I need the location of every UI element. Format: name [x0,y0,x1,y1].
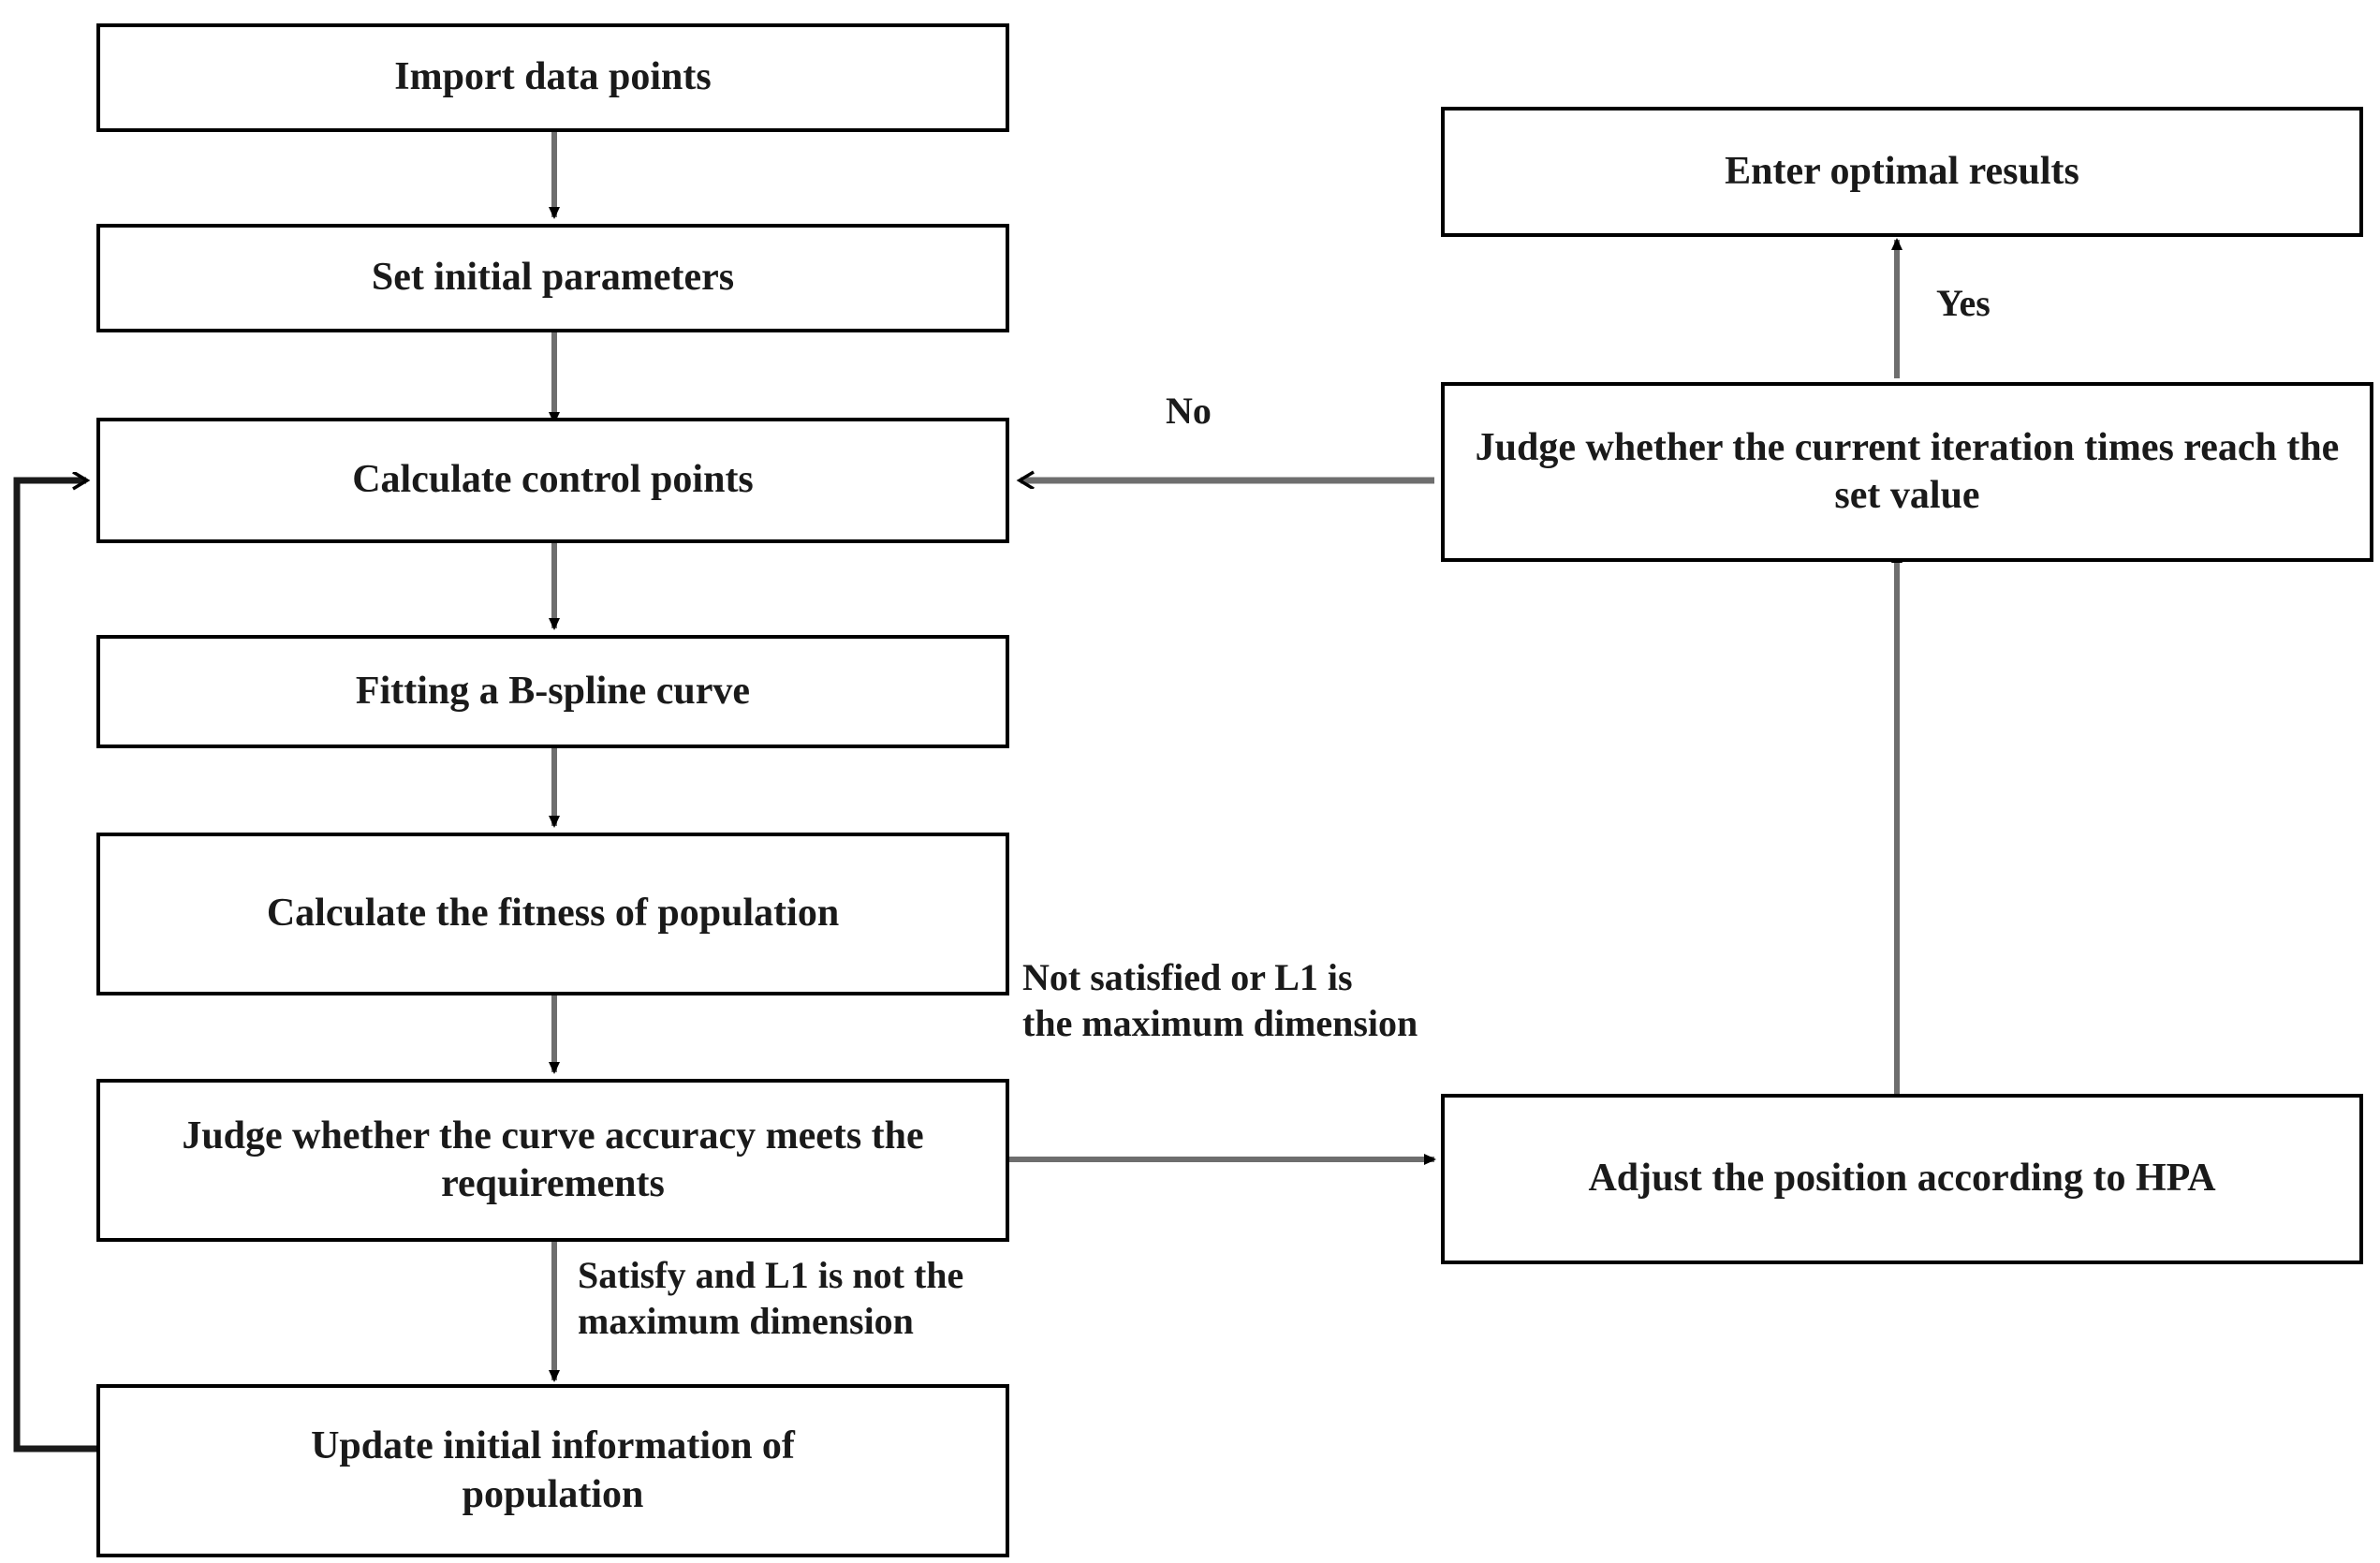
edge-label-yes: Yes [1936,282,1991,324]
node-update-initial-information[interactable]: Update initial information of population [96,1384,1009,1557]
node-label: Update initial information of population [311,1424,795,1516]
node-label: Fitting a B-spline curve [355,669,751,713]
node-label: Calculate control points [352,458,754,502]
node-label: Judge whether the curve accuracy meets t… [182,1113,924,1205]
node-label: Judge whether the current iteration time… [1475,425,2340,517]
node-calculate-fitness-of-population[interactable]: Calculate the fitness of population [96,833,1009,995]
node-label: Import data points [394,55,712,99]
edge-label-satisfy-and-l1-not-max: Satisfy and L1 is not the maximum dimens… [578,1254,964,1342]
edge-label-no: No [1166,390,1212,432]
edge-label-not-satisfied-or-l1-max: Not satisfied or L1 is the maximum dimen… [1022,956,1418,1044]
node-label: Set initial parameters [371,256,735,300]
node-fitting-b-spline-curve[interactable]: Fitting a B-spline curve [96,635,1009,748]
arrow-update-to-calc-control-loop [13,480,96,1452]
node-label: Calculate the fitness of population [266,892,840,936]
node-label: Enter optimal results [1725,149,2079,193]
node-adjust-position-hpa[interactable]: Adjust the position according to HPA [1441,1094,2363,1264]
node-set-initial-parameters[interactable]: Set initial parameters [96,224,1009,332]
node-import-data-points[interactable]: Import data points [96,23,1009,132]
node-judge-iteration-times[interactable]: Judge whether the current iteration time… [1441,382,2373,562]
node-calculate-control-points[interactable]: Calculate control points [96,418,1009,543]
node-judge-curve-accuracy[interactable]: Judge whether the curve accuracy meets t… [96,1079,1009,1242]
node-label: Adjust the position according to HPA [1588,1157,2216,1201]
node-enter-optimal-results[interactable]: Enter optimal results [1441,107,2363,237]
